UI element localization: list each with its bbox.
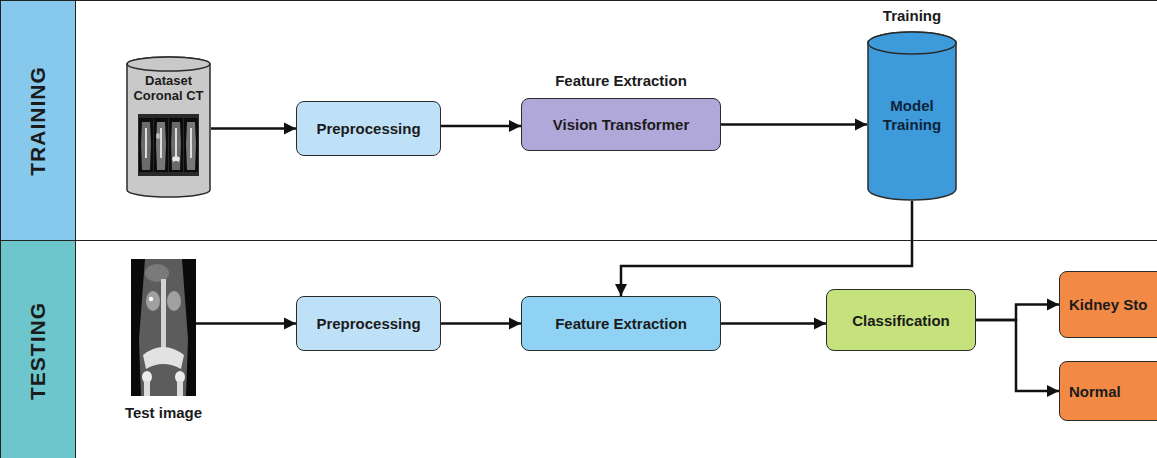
section-label: TRAINING [26,66,50,176]
section-panel: TRAINING Dataset Coronal CT Preprocessing… [0,0,1157,241]
flow-arrow [976,320,1059,391]
process-box: Feature ExtractionVision Transformer [521,98,721,151]
ct-thumbnail-strip [138,114,199,176]
box-label: Classification [852,312,950,329]
box-label: Vision Transformer [553,116,689,133]
process-box: Preprocessing [296,101,441,156]
section-label: TESTING [26,302,50,400]
cylinder-label: Dataset Coronal CT [128,74,209,104]
box-label: Preprocessing [316,315,420,332]
pelvis [143,347,184,369]
spine [161,279,166,351]
flow-arrow [621,201,912,296]
heading-label: Feature Extraction [482,72,760,89]
ct-scan-image [131,259,196,396]
cylinder-top [127,57,210,71]
model-cylinder: TrainingModel Training [867,31,957,201]
cylinder-label: Model Training [871,97,953,135]
process-box: Feature Extraction [521,296,721,351]
ct-slice [139,118,153,172]
test-image: Test image [131,259,196,396]
flow-arrow [441,125,521,128]
cylinder-top [868,32,956,54]
section-band: TESTING [1,241,76,458]
femur [144,381,150,396]
kidney [167,291,181,311]
femur [177,381,183,396]
ct-slice [154,118,168,172]
image-caption: Test image [91,404,236,421]
box-label: Normal [1069,383,1121,400]
box-label: Kidney Sto [1069,296,1147,313]
flow-arrow [196,322,296,325]
process-box: Preprocessing [296,296,441,351]
flow-arrow [721,123,867,126]
flow-arrow [441,322,521,325]
output-box: Normal [1059,361,1157,421]
kidney [146,291,160,311]
scan-ground [131,259,196,396]
flow-arrow [211,127,296,130]
cylinder-body [127,57,210,197]
stone [149,297,153,301]
output-box: Kidney Sto [1059,271,1157,338]
heading-label: Training [827,7,997,24]
flow-arrow [976,305,1059,321]
ct-slice [184,118,198,172]
thumbnail-ground [138,114,199,176]
section-panel: TESTING Test image Preprocessing Feature E… [0,240,1157,458]
cylinder-body [868,32,956,200]
torso [139,259,188,396]
box-label: Feature Extraction [555,315,687,332]
ct-slice [169,118,183,172]
process-box: Classification [826,289,976,351]
box-label: Preprocessing [316,120,420,137]
dataset-cylinder: Dataset Coronal CT [126,56,211,198]
section-band: TRAINING [1,1,76,240]
flow-arrow [721,322,826,325]
